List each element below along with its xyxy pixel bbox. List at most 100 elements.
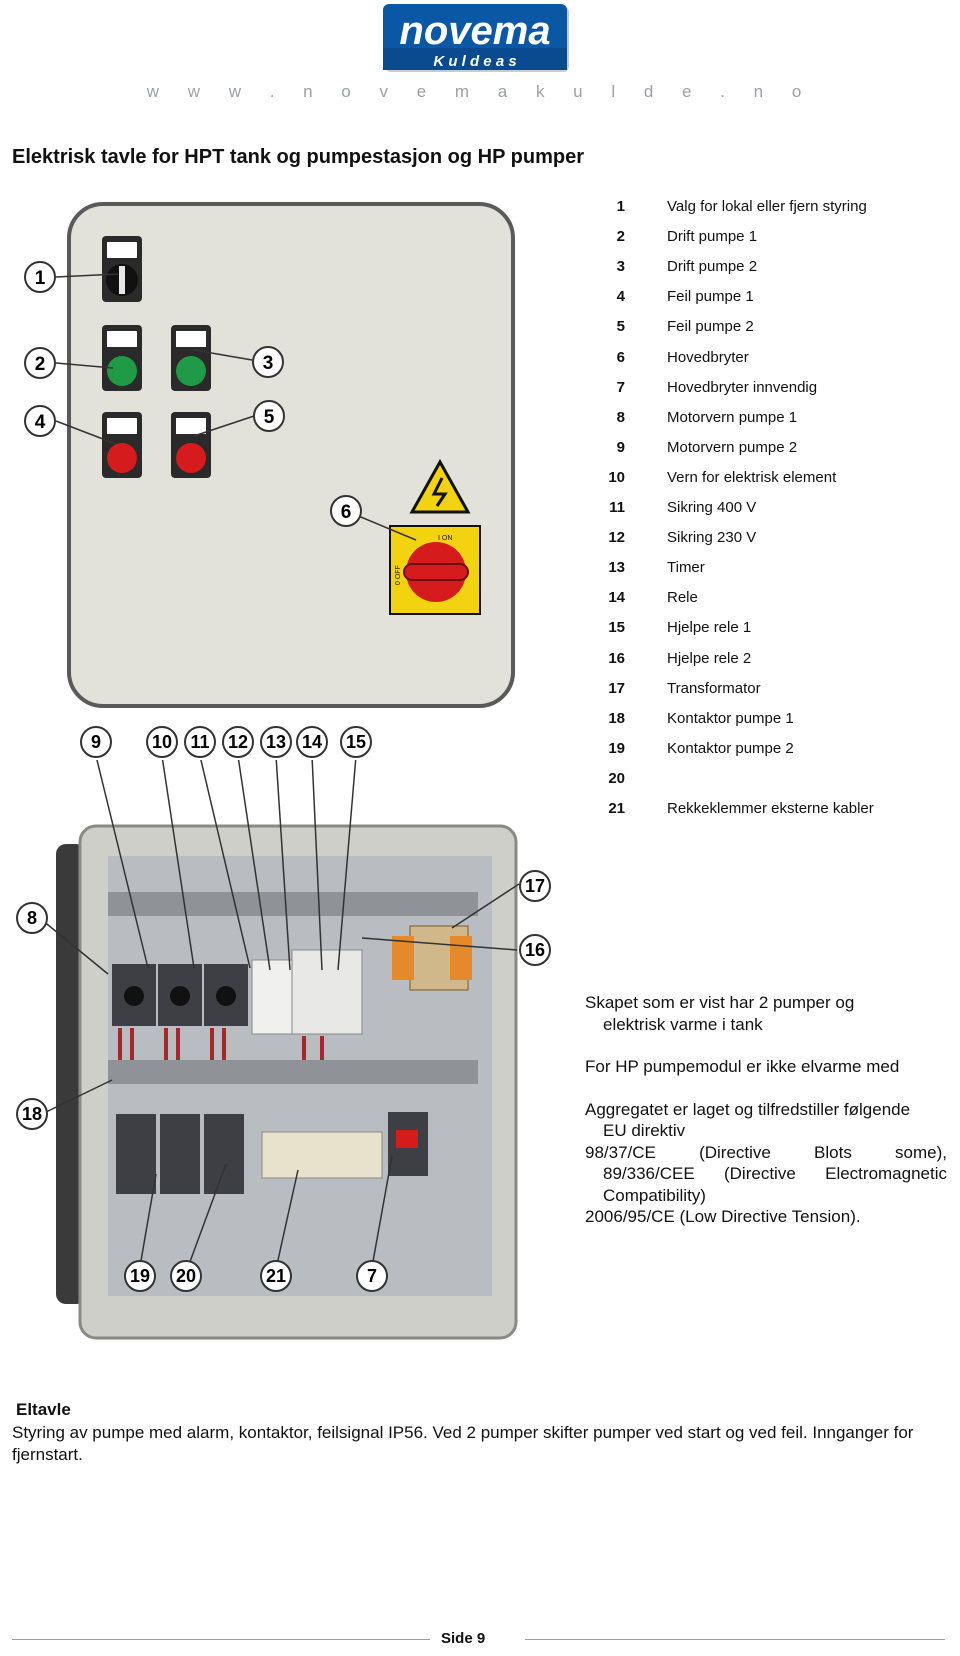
callout-10: 10: [146, 726, 178, 758]
motor-protection-breakers: [112, 964, 248, 1026]
svg-text:15: 15: [346, 732, 366, 752]
legend-number: 5: [616, 318, 625, 336]
svg-text:18: 18: [22, 1104, 42, 1124]
legend-label: Kontaktor pumpe 2: [667, 739, 794, 757]
panel-inside-callouts: 9 10 11 12 13 14 15 8 18 17 16 19 20 21 …: [16, 726, 551, 1292]
legend-number: 12: [608, 529, 625, 547]
page-title: Elektrisk tavle for HPT tank og pumpesta…: [12, 146, 584, 168]
callout-6: 6: [330, 495, 362, 527]
legend-label: Hovedbryter: [667, 348, 749, 366]
svg-text:1: 1: [35, 268, 46, 289]
legend-label: Drift pumpe 1: [667, 228, 758, 246]
transformer-icon: [392, 925, 472, 991]
legend-number: 20: [608, 769, 625, 787]
callout-8: 8: [16, 902, 48, 934]
note-text: Compatibility): [603, 1185, 706, 1205]
legend-label: Hovedbryter innvendig: [667, 378, 818, 396]
svg-text:0 OFF: 0 OFF: [395, 565, 402, 585]
legend-label: Timer: [667, 559, 705, 577]
note-text: Skapet som er vist har 2 pumper og: [585, 993, 855, 1012]
selector-switch-icon: [102, 236, 142, 302]
note-text: EU direktiv: [603, 1121, 686, 1140]
legend-label: Motorvern pumpe 2: [667, 438, 798, 456]
note-text: 89/336/CEE (Directive Electromagnetic: [603, 1164, 947, 1183]
note-text: 98/37/CE (Directive Blots some),: [585, 1142, 947, 1162]
legend-number: 2: [616, 228, 625, 246]
legend-label: Drift pumpe 2: [667, 258, 758, 276]
legend-label: Kontaktor pumpe 1: [667, 709, 794, 727]
legend-number: 1: [616, 198, 625, 215]
legend-number: 4: [616, 288, 625, 306]
novema-logo: novema K u l d e a s: [383, 4, 578, 78]
svg-text:12: 12: [228, 732, 248, 752]
svg-text:6: 6: [341, 502, 352, 523]
callout-2: 2: [24, 347, 56, 379]
legend-number: 9: [616, 438, 625, 456]
svg-text:17: 17: [525, 876, 545, 896]
note-text: elektrisk varme i tank: [603, 1014, 763, 1034]
footer-divider: [12, 1639, 430, 1640]
legend-number: 17: [608, 679, 625, 697]
section-heading: Eltavle: [16, 1400, 71, 1419]
callout-3: 3: [252, 346, 284, 378]
svg-text:5: 5: [264, 407, 275, 428]
logo-tagline: K u l d e a s: [433, 53, 516, 70]
svg-text:11: 11: [190, 732, 209, 752]
legend-label: Hjelpe rele 1: [667, 619, 752, 637]
callout-18: 18: [16, 1098, 48, 1130]
section-body: Styring av pumpe med alarm, kontaktor, f…: [12, 1423, 914, 1464]
svg-text:7: 7: [367, 1266, 377, 1286]
green-lamp-icon: [171, 325, 211, 391]
legend-label: Valg for lokal eller fjern styring: [667, 198, 867, 215]
legend-label: Vern for elektrisk element: [667, 468, 837, 486]
website-url: w w w . n o v e m a k u l d e . n o: [146, 82, 814, 101]
legend-number: 18: [608, 709, 625, 727]
callout-9: 9: [80, 726, 112, 758]
panel-inside-photo: 9: [41, 760, 520, 1340]
legend-number: 15: [608, 619, 625, 637]
legend-number: 16: [608, 649, 625, 667]
footer-divider: [525, 1639, 945, 1640]
legend-number: 6: [616, 348, 625, 366]
svg-text:2: 2: [35, 354, 46, 375]
callout-20: 20: [170, 1260, 202, 1292]
page-number: Side 9: [441, 1630, 486, 1647]
legend-label: Feil pumpe 2: [667, 318, 754, 336]
red-lamp-icon: [171, 412, 211, 478]
svg-text:20: 20: [176, 1266, 196, 1286]
svg-text:14: 14: [302, 732, 322, 752]
callout-12: 12: [222, 726, 254, 758]
legend-label: Motorvern pumpe 1: [667, 408, 798, 426]
legend-number: 10: [608, 468, 625, 486]
legend-number: 3: [616, 258, 625, 276]
main-switch-icon: I ON 0 OFF: [389, 525, 481, 615]
green-lamp-icon: [102, 325, 142, 391]
legend-number: 7: [616, 378, 625, 396]
legend-label: Sikring 230 V: [667, 529, 757, 547]
callout-4: 4: [24, 405, 56, 437]
notes-block: Skapet som er vist har 2 pumper og elekt…: [585, 992, 947, 1228]
callout-14: 14: [296, 726, 328, 758]
svg-text:16: 16: [525, 940, 545, 960]
callout-1: 1: [24, 261, 56, 293]
legend-number: 11: [609, 499, 625, 516]
logo-wordmark: novema: [399, 9, 550, 53]
legend-label: Rekkeklemmer eksterne kabler: [667, 800, 874, 817]
svg-text:19: 19: [130, 1266, 150, 1286]
legend-number: 14: [608, 589, 625, 607]
svg-text:4: 4: [35, 412, 46, 433]
svg-text:I ON: I ON: [438, 535, 452, 542]
svg-text:9: 9: [91, 732, 101, 752]
callout-19: 19: [124, 1260, 156, 1292]
svg-text:13: 13: [266, 732, 286, 752]
svg-text:8: 8: [27, 908, 37, 928]
svg-text:21: 21: [266, 1266, 286, 1286]
legend-label: Hjelpe rele 2: [667, 649, 752, 667]
legend-number: 13: [608, 559, 625, 577]
legend-label: Transformator: [667, 679, 761, 697]
note-text: 2006/95/CE (Low Directive Tension).: [585, 1207, 861, 1226]
note-text: Aggregatet er laget og tilfredstiller fø…: [585, 1099, 911, 1119]
callout-17: 17: [519, 870, 551, 902]
contactors: [116, 1114, 244, 1194]
legend-number: 21: [608, 800, 625, 817]
